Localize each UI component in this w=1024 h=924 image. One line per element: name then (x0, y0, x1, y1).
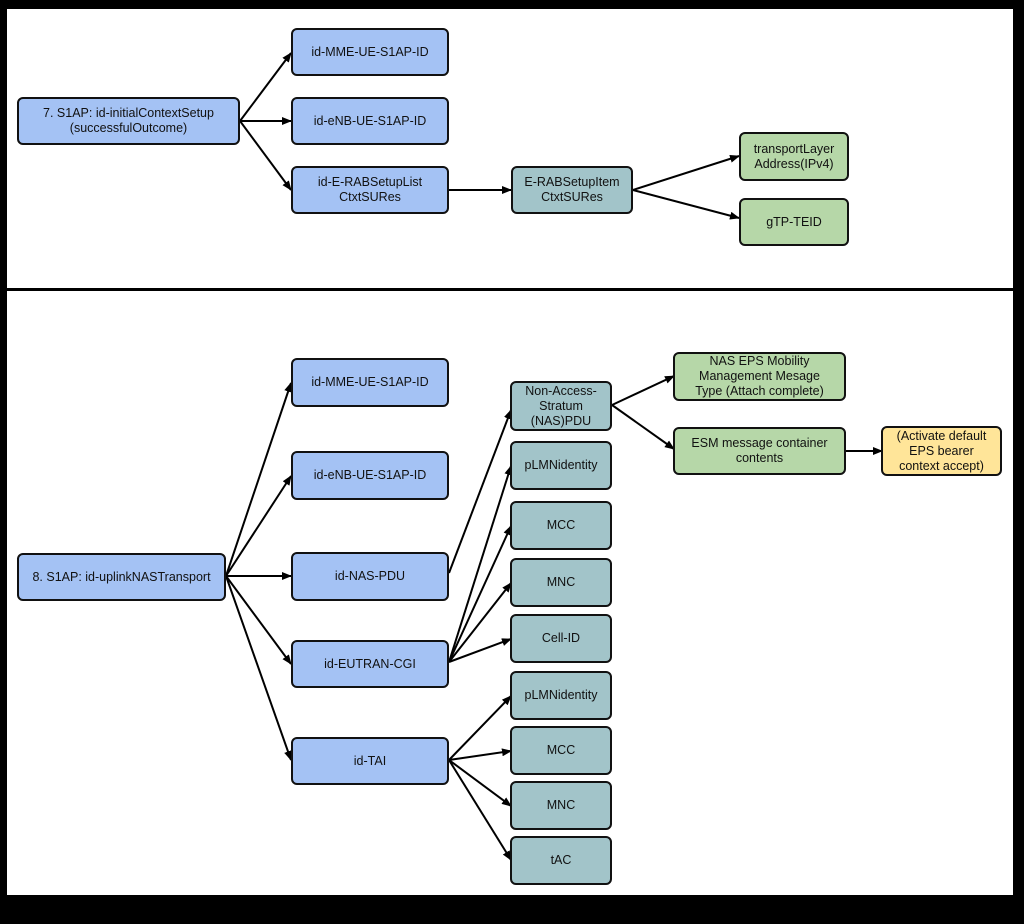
esm-message-container-node: ESM message container contents (673, 427, 846, 475)
mme-ue-s1ap-id-node: id-MME-UE-S1AP-ID (291, 28, 449, 76)
erab-setup-item-node: E-RABSetupItem CtxtSURes (511, 166, 633, 214)
uplink-nas-transport-node: 8. S1AP: id-uplinkNASTransport (17, 553, 226, 601)
tac-node: tAC (510, 836, 612, 885)
nas-emm-message-type-node: NAS EPS Mobility Management Mesage Type … (673, 352, 846, 401)
tai-plmn-identity-node: pLMNidentity (510, 671, 612, 720)
cgi-plmn-identity-node: pLMNidentity (510, 441, 612, 490)
tai-node: id-TAI (291, 737, 449, 785)
gtp-teid-node: gTP-TEID (739, 198, 849, 246)
mme-ue-s1ap-id-node: id-MME-UE-S1AP-ID (291, 358, 449, 407)
cell-id-node: Cell-ID (510, 614, 612, 663)
tai-mcc-node: MCC (510, 726, 612, 775)
activate-default-bearer-node: (Activate default EPS bearer context acc… (881, 426, 1002, 476)
cgi-mnc-node: MNC (510, 558, 612, 607)
enb-ue-s1ap-id-node: id-eNB-UE-S1AP-ID (291, 451, 449, 500)
eutran-cgi-node: id-EUTRAN-CGI (291, 640, 449, 688)
nas-pdu-detail-node: Non-Access- Stratum (NAS)PDU (510, 381, 612, 431)
cgi-mcc-node: MCC (510, 501, 612, 550)
nas-pdu-node: id-NAS-PDU (291, 552, 449, 601)
tai-mnc-node: MNC (510, 781, 612, 830)
enb-ue-s1ap-id-node: id-eNB-UE-S1AP-ID (291, 97, 449, 145)
top-panel (7, 9, 1013, 288)
erab-setup-list-node: id-E-RABSetupList CtxtSURes (291, 166, 449, 214)
initial-context-setup-node: 7. S1AP: id-initialContextSetup (success… (17, 97, 240, 145)
transport-layer-address-node: transportLayer Address(IPv4) (739, 132, 849, 181)
